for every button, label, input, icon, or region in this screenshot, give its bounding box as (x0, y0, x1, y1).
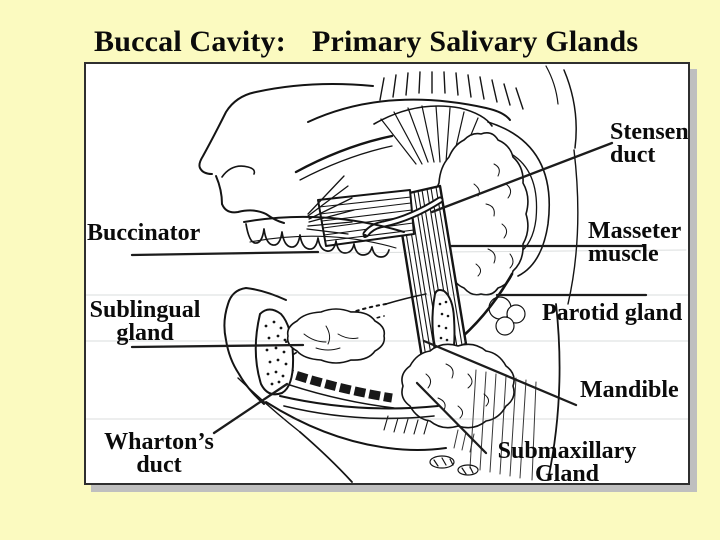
label-sublingual-line2: gland (116, 320, 174, 346)
label-sublingual-gland: Sublingual gland (86, 297, 204, 346)
label-whartons-line1: Wharton’s (104, 429, 214, 455)
face-profile (198, 83, 374, 483)
figure-panel: Stensen’s duct Buccinator Masseter muscl… (84, 62, 690, 485)
digastric-muscle (265, 395, 447, 451)
label-parotid-gland: Parotid gland (542, 300, 683, 326)
label-sublingual-line1: Sublingual (89, 297, 201, 323)
hair-hatching (379, 71, 524, 110)
upper-teeth (243, 215, 405, 258)
leader-buccinator (130, 250, 320, 257)
leader-whartons-duct (212, 382, 289, 435)
neck-hatching (453, 369, 537, 481)
sublingual-gland-shape (286, 308, 386, 364)
leader-mandible (422, 339, 578, 407)
label-masseter-line2: muscle (588, 241, 659, 267)
scalp-outline (307, 98, 511, 123)
label-mandible-text: Mandible (580, 377, 679, 403)
buccinator-muscle-shape (306, 175, 415, 247)
label-stensens-duct: Stensen’s duct (610, 119, 689, 168)
leader-sublingual-gland (130, 343, 305, 349)
label-mandible: Mandible (580, 377, 679, 403)
label-whartons-line2: duct (136, 452, 182, 478)
zygomatic-arch (294, 134, 394, 181)
label-submaxillary-line2: Gland (534, 461, 600, 485)
label-buccinator: Buccinator (87, 220, 201, 246)
label-stensens-duct-line1: Stensen’s (610, 119, 689, 145)
label-submaxillary-line1: Submaxillary (497, 438, 637, 464)
parotid-gland-shape (433, 132, 529, 336)
mandible-cross-section (254, 308, 295, 396)
leader-stensens-duct (430, 141, 614, 214)
hyoid-larynx (429, 455, 479, 476)
stensens-duct-tube (362, 196, 444, 238)
label-buccinator-text: Buccinator (87, 220, 201, 246)
leader-submaxillary-gland (415, 381, 488, 455)
label-stensens-duct-line2: duct (610, 142, 656, 168)
label-masseter-muscle: Masseter muscle (588, 218, 682, 267)
label-parotid-text: Parotid gland (542, 300, 683, 326)
title-rest: Primary Salivary Glands (311, 25, 639, 58)
label-whartons-duct: Wharton’s duct (100, 429, 218, 478)
title-prefix: Buccal Cavity: (94, 25, 286, 58)
anatomy-diagram (86, 65, 688, 483)
label-masseter-line1: Masseter (588, 218, 682, 244)
slide-title: Buccal Cavity: Primary Salivary Glands (94, 25, 638, 59)
label-submaxillary-gland: Submaxillary Gland (490, 438, 644, 485)
